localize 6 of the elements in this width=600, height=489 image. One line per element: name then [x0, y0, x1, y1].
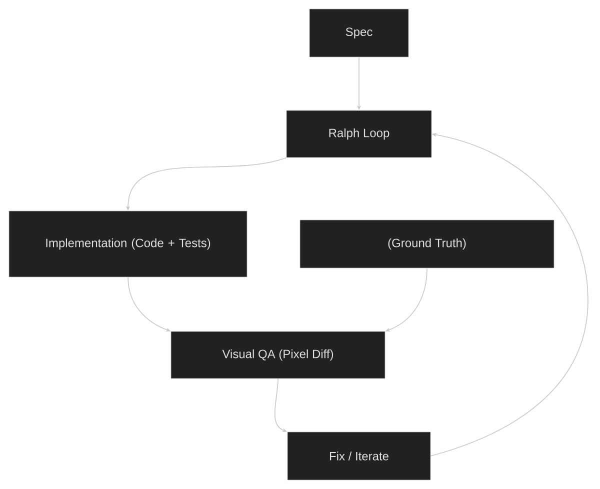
process-box: Implementation (Code + Tests) [8, 210, 248, 278]
process-box: Ralph Loop [286, 110, 432, 158]
process-box: Fix / Iterate [287, 432, 431, 480]
process-box: Visual QA (Pixel Diff) [170, 331, 386, 379]
process-box: Spec [309, 8, 409, 58]
process-box: (Ground Truth) [300, 220, 554, 268]
